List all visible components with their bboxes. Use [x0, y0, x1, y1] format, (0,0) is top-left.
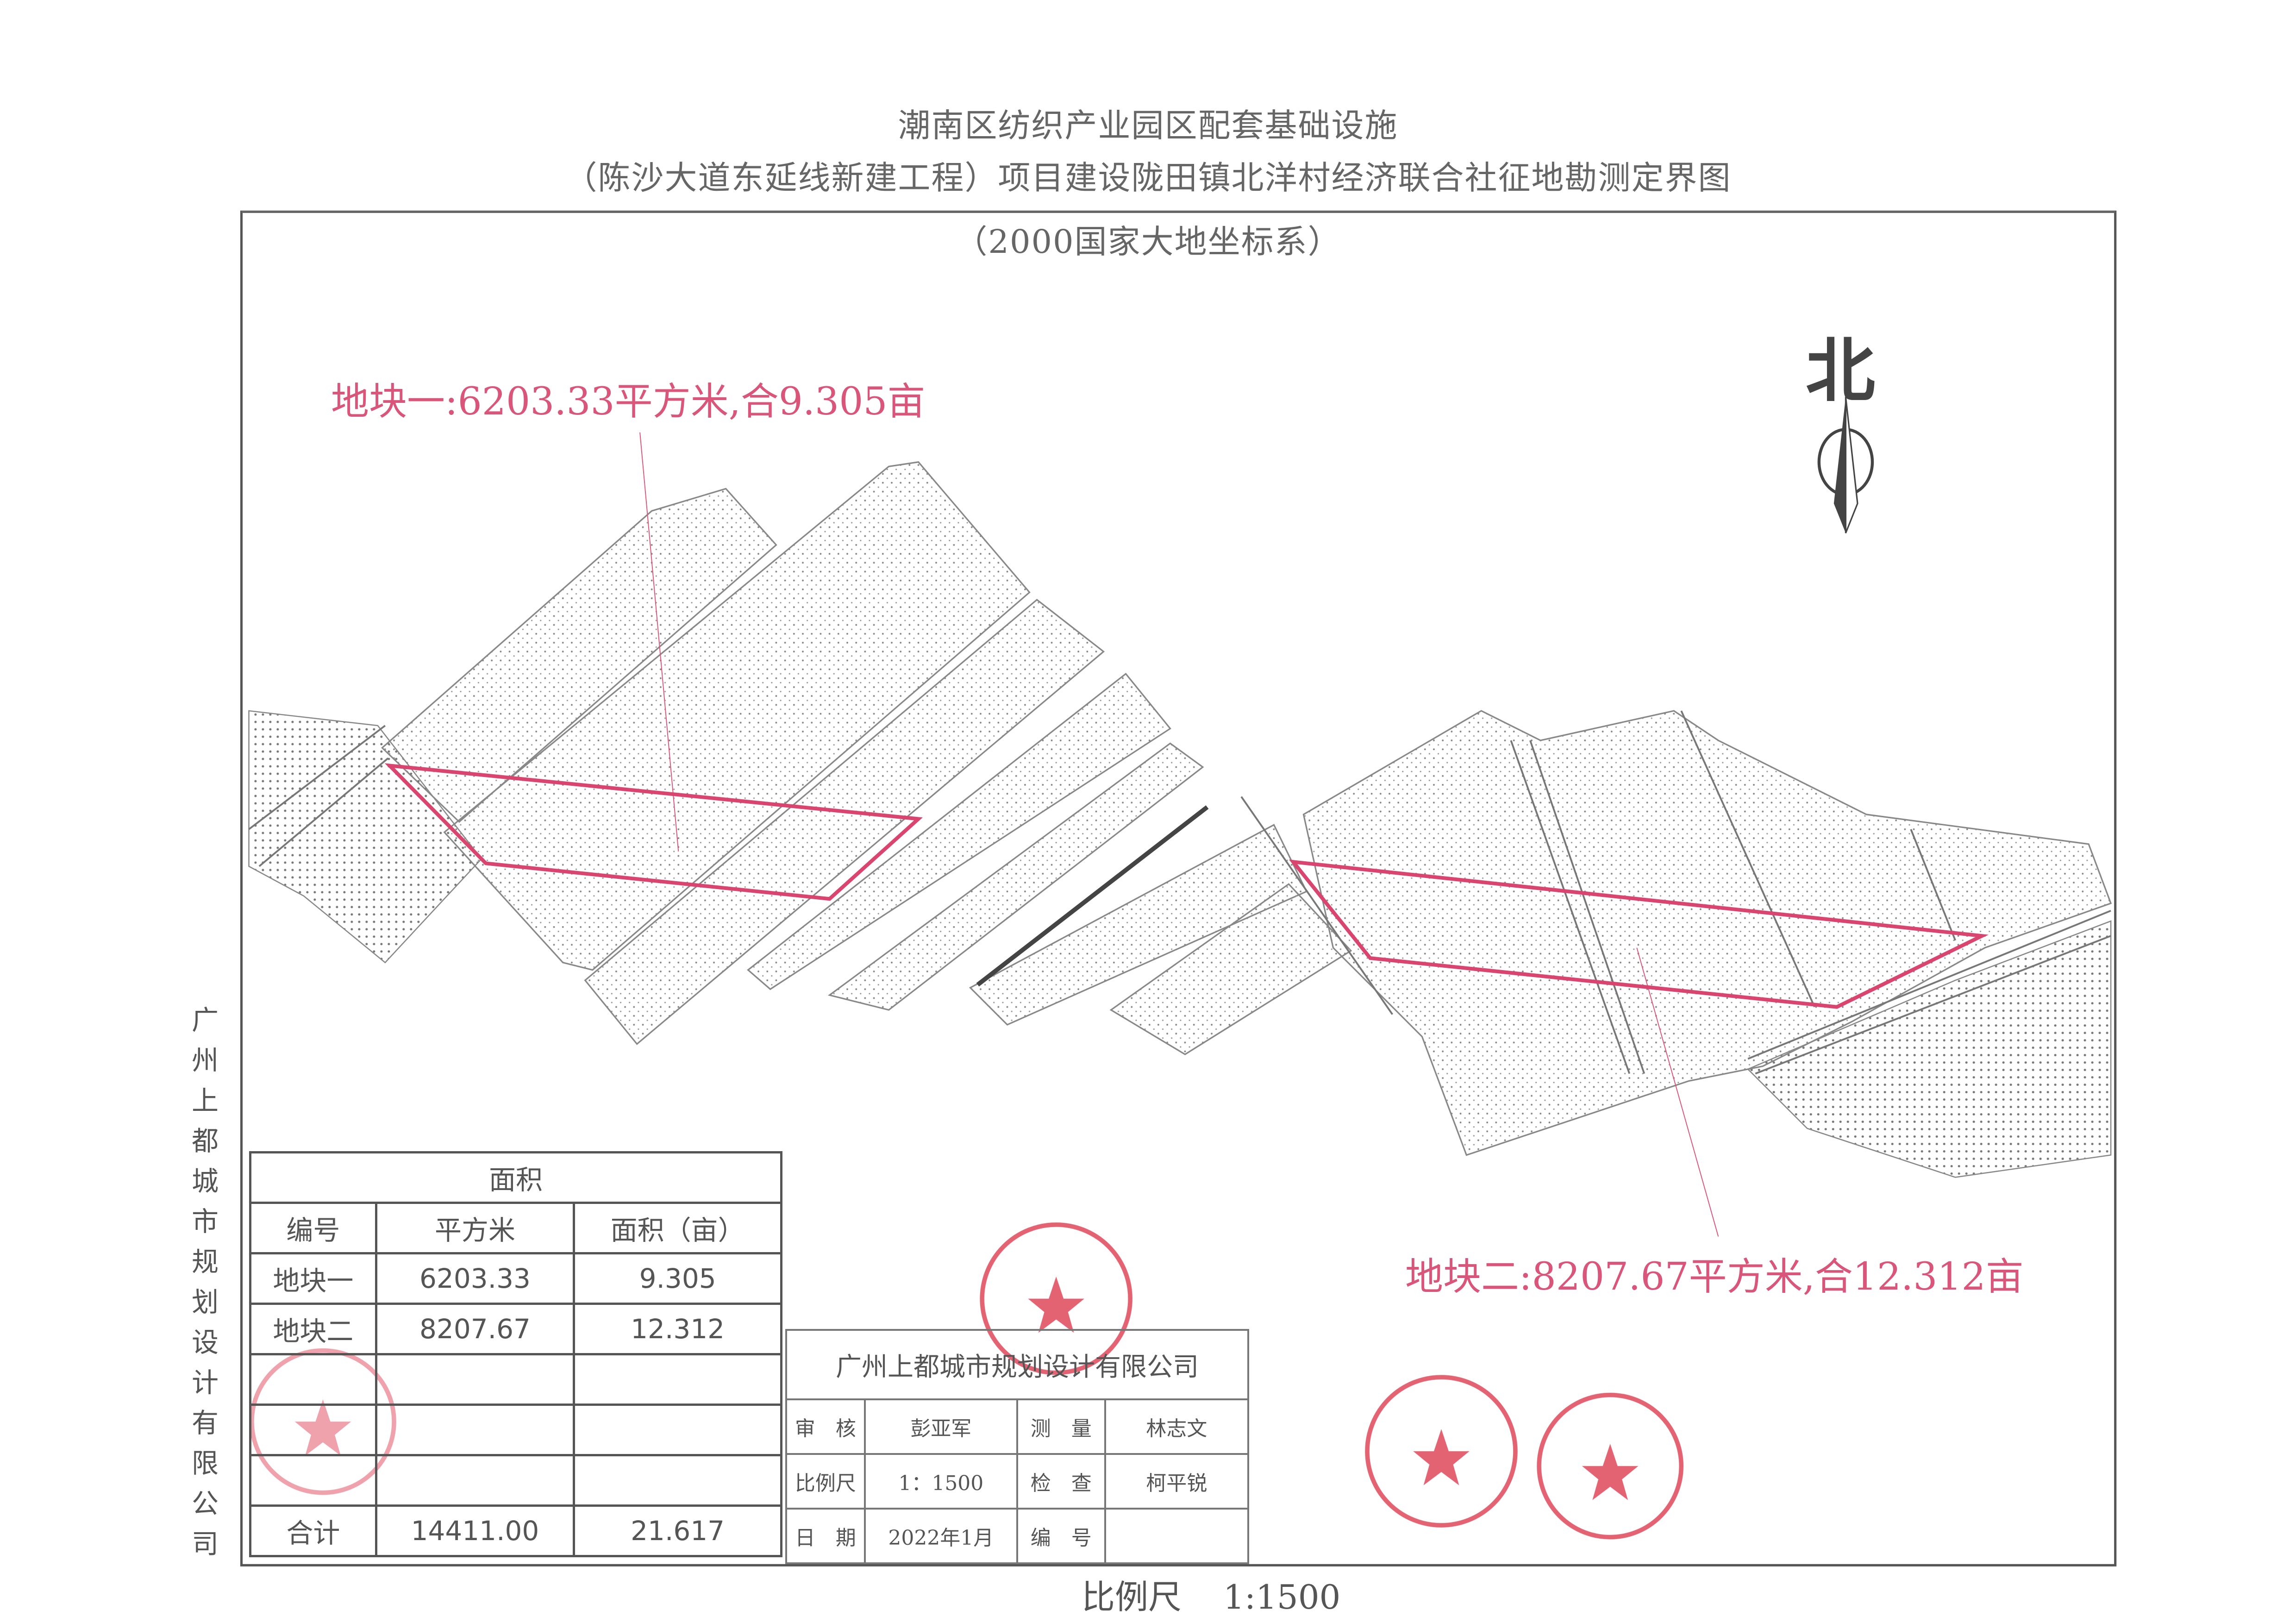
total-mu: 21.617	[573, 1504, 782, 1557]
cell	[249, 1454, 377, 1507]
header-id: 编号	[249, 1202, 377, 1254]
total-row: 合计 14411.00 21.617	[249, 1504, 782, 1557]
cell	[249, 1353, 377, 1406]
cell: 12.312	[573, 1303, 782, 1355]
parcel2-leader	[1636, 947, 1719, 1237]
reviewer-value: 彭亚军	[863, 1398, 1018, 1455]
field	[747, 672, 1171, 990]
total-sqm: 14411.00	[375, 1504, 576, 1557]
north-label: 北	[1806, 331, 1876, 412]
cell: 地块一	[249, 1252, 377, 1305]
parcel1-label: 地块一:6203.33平方米,合9.305亩	[331, 380, 926, 424]
date-label: 日 期	[785, 1508, 866, 1564]
cell: 9.305	[573, 1252, 782, 1305]
cell: 地块二	[249, 1303, 377, 1355]
surveyor-label: 测 量	[1016, 1398, 1106, 1455]
area-table-title: 面积	[249, 1151, 782, 1204]
hatched-areas	[248, 710, 2112, 1178]
cell	[249, 1404, 377, 1456]
cell	[375, 1404, 576, 1456]
field	[1302, 710, 2112, 1156]
parcel2-label: 地块二:8207.67平方米,合12.312亩	[1405, 1255, 2024, 1299]
table-row	[249, 1353, 782, 1406]
road-lines	[248, 710, 2111, 1075]
cell	[375, 1353, 576, 1406]
company-name: 广州上都城市规划设计有限公司	[785, 1329, 1249, 1400]
cell	[573, 1353, 782, 1406]
field	[584, 599, 1105, 1045]
cell: 8207.67	[375, 1303, 576, 1355]
scale-ratio: 1:1500	[1223, 1578, 1341, 1617]
field	[381, 488, 777, 823]
bottom-scale: 比例尺 1:1500	[1082, 1570, 1340, 1618]
title-line-1: 潮南区纺织产业园区配套基础设施	[898, 107, 1398, 144]
table-row: 地块二 8207.67 12.312	[249, 1303, 782, 1355]
cell	[573, 1404, 782, 1456]
cell: 6203.33	[375, 1252, 576, 1305]
field	[827, 742, 1204, 1011]
title-block: 广州上都城市规划设计有限公司 审 核 彭亚军 测 量 林志文 比例尺 1：150…	[785, 1329, 1250, 1564]
area-table: 面积 编号 平方米 面积（亩） 地块一 6203.33 9.305 地块二 82…	[249, 1151, 782, 1557]
table-row	[249, 1404, 782, 1456]
number-label: 编 号	[1016, 1508, 1106, 1564]
table-row	[249, 1454, 782, 1507]
parcel1-leader	[639, 432, 679, 852]
field	[443, 461, 1031, 971]
table-row: 地块一 6203.33 9.305	[249, 1252, 782, 1305]
checker-label: 检 查	[1016, 1453, 1106, 1510]
field-parcels	[381, 461, 2112, 1156]
surveyor-value: 林志文	[1104, 1398, 1250, 1455]
coordinate-system: （2000国家大地坐标系）	[955, 223, 1341, 261]
scale-caption: 比例尺	[1082, 1578, 1182, 1617]
cell	[375, 1454, 576, 1507]
reviewer-label: 审 核	[785, 1398, 866, 1455]
header-sqm: 平方米	[375, 1202, 576, 1254]
cell	[573, 1454, 782, 1507]
header-mu: 面积（亩）	[573, 1202, 782, 1254]
checker-value: 柯平锐	[1104, 1453, 1250, 1510]
scale-value: 1：1500	[863, 1453, 1018, 1510]
date-value: 2022年1月	[863, 1508, 1018, 1564]
scale-label: 比例尺	[785, 1453, 866, 1510]
vertical-company-name: 广州上都城市规划设计有限公司	[191, 1004, 219, 1560]
north-arrow-icon	[1817, 396, 1874, 533]
title-line-2: （陈沙大道东延线新建工程）项目建设陇田镇北洋村经济联合社征地勘测定界图	[564, 159, 1732, 197]
parcel1-boundary	[384, 763, 923, 901]
total-label: 合计	[249, 1504, 377, 1557]
parcel2-boundary	[1289, 859, 1989, 1009]
number-value	[1104, 1508, 1250, 1564]
